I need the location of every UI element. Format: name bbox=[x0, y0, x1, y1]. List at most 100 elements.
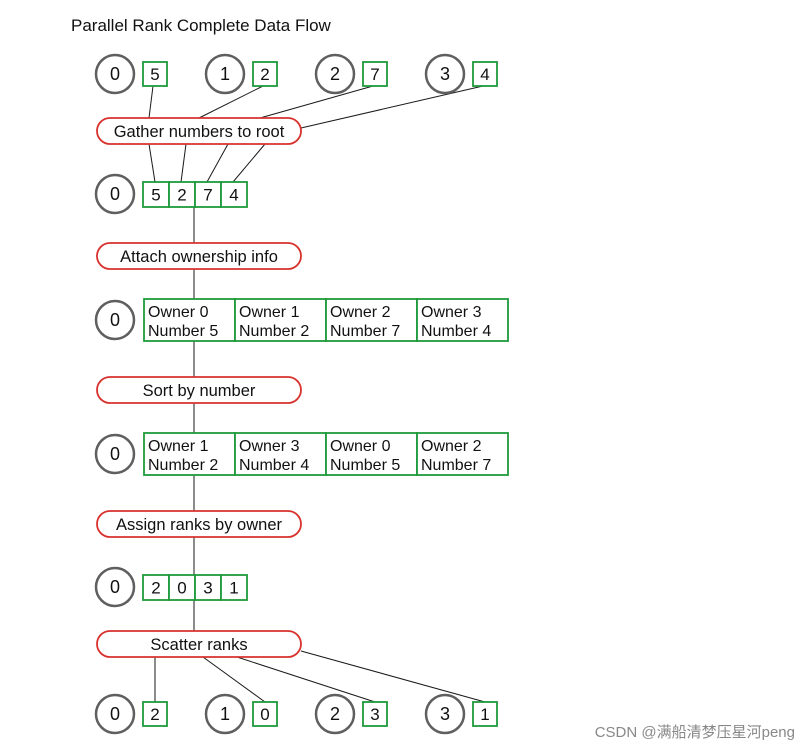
step-1-label: Gather numbers to root bbox=[114, 123, 285, 141]
sorted-number-text: Number 4 bbox=[239, 457, 309, 474]
input-3-connector bbox=[300, 85, 484, 129]
input-rank-0-circle-label: 0 bbox=[110, 64, 120, 84]
gather-connector-0 bbox=[148, 143, 156, 183]
sorted-root-circle bbox=[94, 433, 136, 475]
input-rank-0-circle bbox=[94, 53, 136, 95]
assigned-value-3-box bbox=[220, 574, 248, 601]
output-value-1-box-value: 0 bbox=[260, 705, 269, 724]
assigned-value-3-box-value: 1 bbox=[229, 579, 238, 598]
scatter-connector-2 bbox=[236, 656, 376, 703]
gathered-root-circle-label: 0 bbox=[110, 184, 120, 204]
owned-cell bbox=[325, 298, 418, 342]
gathered-value-0-box-value: 5 bbox=[151, 186, 160, 205]
owned-cell bbox=[416, 298, 509, 342]
gathered-value-1-box bbox=[168, 181, 196, 208]
output-rank-1-circle-label: 1 bbox=[220, 704, 230, 724]
owned-root-circle-label: 0 bbox=[110, 310, 120, 330]
sorted-number-text: Number 5 bbox=[330, 457, 400, 474]
input-2-connector bbox=[259, 85, 374, 119]
assigned-value-0-box bbox=[142, 574, 170, 601]
output-rank-2-circle bbox=[314, 693, 356, 735]
gathered-root-circle bbox=[94, 173, 136, 215]
input-0-connector bbox=[148, 85, 154, 119]
owned-cell bbox=[143, 298, 236, 342]
input-rank-2-circle bbox=[314, 53, 356, 95]
output-rank-3-circle bbox=[424, 693, 466, 735]
sorted-number-text: Number 2 bbox=[148, 457, 218, 474]
input-rank-1-circle bbox=[204, 53, 246, 95]
owned-owner-text: Owner 2 bbox=[330, 304, 391, 321]
output-value-3-box bbox=[472, 701, 498, 727]
owned-number-text: Number 7 bbox=[330, 323, 400, 340]
input-rank-2-circle-label: 2 bbox=[330, 64, 340, 84]
step-1 bbox=[96, 117, 302, 145]
watermark: CSDN @满船清梦压星河peng bbox=[595, 724, 795, 741]
assigned-value-0-box-value: 2 bbox=[151, 579, 160, 598]
sorted-cell bbox=[234, 432, 327, 476]
input-value-0-box-value: 5 bbox=[150, 65, 159, 84]
sorted-cell bbox=[143, 432, 236, 476]
input-rank-3-circle-label: 3 bbox=[440, 64, 450, 84]
input-value-1-box-value: 2 bbox=[260, 65, 269, 84]
sorted-number-text: Number 7 bbox=[421, 457, 491, 474]
output-value-1-box bbox=[252, 701, 278, 727]
owned-number-text: Number 4 bbox=[421, 323, 491, 340]
input-value-1-box bbox=[252, 61, 278, 87]
output-value-2-box bbox=[362, 701, 388, 727]
input-value-2-box bbox=[362, 61, 388, 87]
assigned-root-circle bbox=[94, 566, 136, 608]
gathered-value-2-box bbox=[194, 181, 222, 208]
output-value-0-box bbox=[142, 701, 168, 727]
output-rank-2-circle-label: 2 bbox=[330, 704, 340, 724]
step-5-label: Scatter ranks bbox=[150, 636, 247, 654]
sorted-cell bbox=[416, 432, 509, 476]
step-3 bbox=[96, 376, 302, 404]
step-4 bbox=[96, 510, 302, 538]
input-value-3-box-value: 4 bbox=[480, 65, 489, 84]
assigned-value-2-box bbox=[194, 574, 222, 601]
assigned-value-1-box-value: 0 bbox=[177, 579, 186, 598]
input-value-2-box-value: 7 bbox=[370, 65, 379, 84]
step-2 bbox=[96, 242, 302, 270]
gathered-value-3-box-value: 4 bbox=[229, 186, 238, 205]
gather-connector-3 bbox=[232, 143, 266, 183]
scatter-connector-3 bbox=[300, 650, 486, 703]
assigned-value-2-box-value: 3 bbox=[203, 579, 212, 598]
owned-owner-text: Owner 1 bbox=[239, 304, 300, 321]
output-value-3-box-value: 1 bbox=[480, 705, 489, 724]
scatter-connector-1 bbox=[202, 656, 266, 703]
owned-number-text: Number 2 bbox=[239, 323, 309, 340]
input-value-3-box bbox=[472, 61, 498, 87]
owned-cell bbox=[234, 298, 327, 342]
output-rank-0-circle bbox=[94, 693, 136, 735]
sorted-root-circle-label: 0 bbox=[110, 444, 120, 464]
gathered-value-1-box-value: 2 bbox=[177, 186, 186, 205]
input-rank-1-circle-label: 1 bbox=[220, 64, 230, 84]
output-rank-3-circle-label: 3 bbox=[440, 704, 450, 724]
owned-owner-text: Owner 0 bbox=[148, 304, 209, 321]
gather-connector-2 bbox=[206, 143, 229, 183]
step-4-label: Assign ranks by owner bbox=[116, 516, 282, 534]
input-1-connector bbox=[198, 85, 264, 119]
sorted-owner-text: Owner 2 bbox=[421, 438, 482, 455]
input-rank-3-circle bbox=[424, 53, 466, 95]
gather-connector-1 bbox=[180, 143, 187, 183]
output-value-0-box-value: 2 bbox=[150, 705, 159, 724]
gathered-value-2-box-value: 7 bbox=[203, 186, 212, 205]
output-value-2-box-value: 3 bbox=[370, 705, 379, 724]
assigned-value-1-box bbox=[168, 574, 196, 601]
output-rank-0-circle-label: 0 bbox=[110, 704, 120, 724]
step-2-label: Attach ownership info bbox=[120, 248, 278, 266]
step-5 bbox=[96, 630, 302, 658]
input-value-0-box bbox=[142, 61, 168, 87]
sorted-owner-text: Owner 0 bbox=[330, 438, 391, 455]
sorted-owner-text: Owner 1 bbox=[148, 438, 209, 455]
gathered-value-3-box bbox=[220, 181, 248, 208]
owned-owner-text: Owner 3 bbox=[421, 304, 482, 321]
connector-lines bbox=[148, 85, 486, 703]
assigned-root-circle-label: 0 bbox=[110, 577, 120, 597]
owned-number-text: Number 5 bbox=[148, 323, 218, 340]
output-rank-1-circle bbox=[204, 693, 246, 735]
